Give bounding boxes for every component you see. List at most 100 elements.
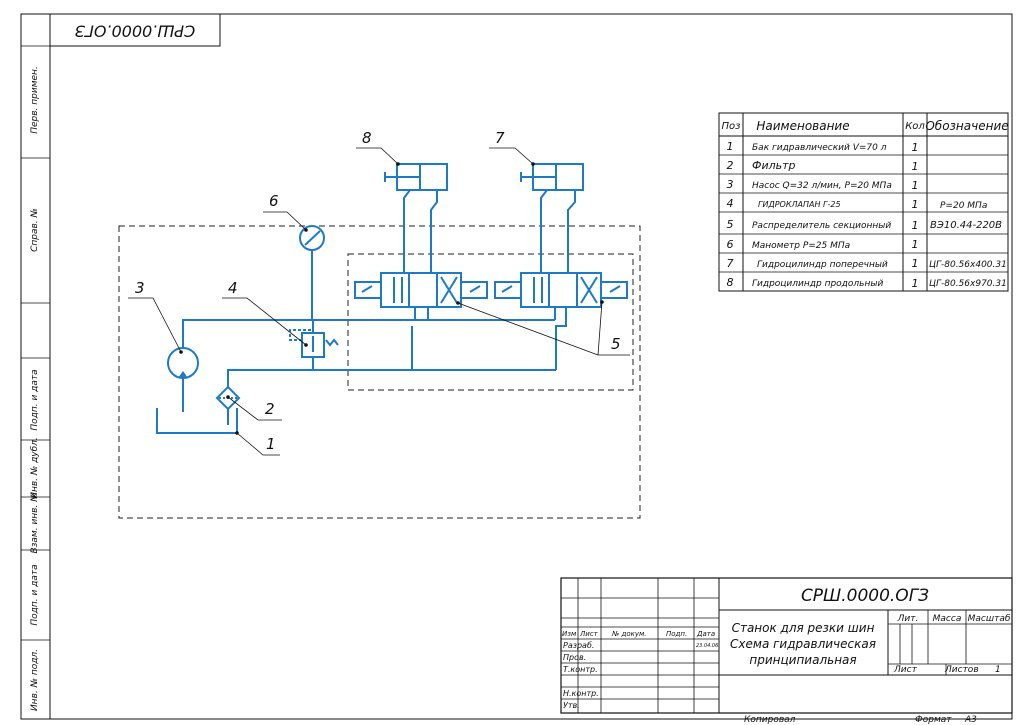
spec-row-pos: 4: [727, 197, 734, 210]
spec-row-name: ГИДРОКЛАПАН Г-25: [758, 200, 841, 209]
leader-dot: [179, 350, 183, 354]
stamp-role: Н.контр.: [563, 689, 599, 698]
spec-row-pos: 7: [727, 257, 734, 270]
valve-1-tank-port: [411, 307, 429, 370]
spec-row-name: Бак гидравлический V=70 л: [752, 143, 887, 153]
callout-4: 4: [228, 279, 238, 297]
spec-row-name: Насос Q=32 л/мин, P=20 MПа: [752, 181, 892, 191]
stamp-header-izm: Изм: [562, 630, 577, 638]
tb-mass-label: Масса: [933, 614, 962, 624]
stamp-role: Пров.: [563, 653, 586, 662]
side-label-inv-podl: Инв. № подл.: [30, 649, 40, 711]
spec-row-pos: 2: [727, 159, 734, 172]
spec-row-qty: 1: [912, 160, 919, 173]
leader-6: [263, 211, 307, 231]
filter-symbol: [215, 385, 241, 411]
spec-row-qty: 1: [912, 257, 919, 270]
spec-row-qty: 1: [912, 179, 919, 192]
valve-1-coil-mark: [469, 285, 481, 293]
spec-table-border: [718, 112, 1009, 292]
relief-valve-pilot: [289, 329, 312, 341]
leader-dot: [304, 228, 308, 232]
spec-header-designation: Обозначение: [925, 119, 1008, 133]
hydraulic-diagram: 1 2 3 4 5 6 7 8: [118, 129, 641, 519]
title-block-border: [560, 577, 1013, 714]
spec-row-pos: 6: [727, 238, 734, 251]
spec-row-qty: 1: [912, 238, 919, 251]
spec-row-designation: ЦГ-80.56х400.31: [929, 260, 1007, 270]
spec-row-qty: 1: [912, 198, 919, 211]
leader-7: [489, 147, 534, 165]
stamp-header-podp: Подп.: [666, 630, 687, 638]
tb-lit-label: Лит.: [897, 614, 919, 624]
tb-sheets-value: 1: [995, 665, 1001, 675]
valve-2-tank-port: [555, 307, 567, 370]
callout-7: 7: [495, 129, 505, 147]
valve-section-2: [494, 272, 628, 308]
spec-row-pos: 8: [727, 276, 734, 289]
stamp-header-date: Дата: [696, 630, 715, 638]
spec-row-qty: 1: [912, 141, 919, 154]
stamp-role: Т.контр.: [563, 665, 598, 674]
valve-1-spool-center: [408, 272, 438, 308]
valve-2-coil-mark: [609, 285, 621, 293]
tb-sheets-label: Листов: [944, 665, 979, 675]
callout-2: 2: [265, 400, 275, 418]
title-block-code: СРШ.0000.ОГЗ: [801, 586, 929, 606]
leader-2: [227, 396, 282, 421]
stamp-header-doc: № докум.: [611, 630, 647, 638]
valve-1-cross-arrow: [440, 276, 458, 304]
valve-1-solenoid-right: [460, 281, 488, 299]
stamp-role: Разраб.: [563, 641, 594, 650]
side-label-vzam-inv: Взам. инв. №: [30, 492, 40, 553]
valve-2-solenoid-right: [600, 281, 628, 299]
leader-1: [236, 432, 280, 456]
cylinder-7-line-a: [540, 189, 548, 273]
outer-frame: [20, 13, 1013, 720]
spec-row-name: Фильтр: [752, 159, 796, 172]
leader-dot: [531, 162, 535, 166]
spec-row-pos: 3: [727, 178, 734, 191]
callout-6: 6: [269, 192, 279, 210]
tb-scale-label: Масштаб: [968, 614, 1011, 624]
spec-row-name: Манометр Р=25 МПа: [752, 241, 850, 251]
spec-header-qty: Кол: [905, 121, 925, 132]
title-block: СРШ.0000.ОГЗ Изм Лист № докум. Подп. Дат…: [560, 577, 1013, 714]
valve-1-solenoid-left: [354, 281, 382, 299]
spec-header-name: Наименование: [756, 119, 849, 133]
spec-row-designation: P=20 МПа: [940, 201, 987, 211]
valve-2-spool-center: [548, 272, 578, 308]
spec-row-name: Распределитель секционный: [752, 221, 891, 231]
title-line-3: принципиальная: [749, 653, 856, 667]
valve-section-1: [354, 272, 488, 308]
spec-row-qty: 1: [912, 219, 919, 232]
spec-row-pos: 1: [727, 140, 734, 153]
leader-dot: [226, 395, 230, 399]
spec-row-pos: 5: [727, 218, 734, 231]
spec-row-qty: 1: [912, 277, 919, 290]
tb-sheet-label: Лист: [893, 665, 918, 675]
leader-4: [222, 297, 307, 346]
rotated-code-text: СРШ.0000.ОГЗ: [75, 22, 196, 41]
valve-2-solenoid-left: [494, 281, 522, 299]
format-value: А3: [964, 715, 977, 725]
machine-boundary-dashed: [118, 225, 641, 519]
callout-5: 5: [611, 335, 621, 353]
leader-dot: [600, 300, 604, 304]
leader-dot: [235, 431, 239, 435]
spec-row-designation: ЦГ-80.56х970.31: [929, 279, 1007, 289]
valve-2-coil-mark: [501, 285, 513, 293]
manometer-needle: [304, 230, 321, 246]
side-label-podp-data-2: Подп. и дата: [30, 564, 40, 625]
side-label-perv-primen: Перв. примен.: [30, 66, 40, 134]
format-label: Формат: [915, 715, 952, 725]
spec-row-name: Гидроцилиндр поперечный: [757, 260, 888, 270]
cylinder-7-line-b: [567, 190, 576, 273]
valve-1-coil-mark: [361, 285, 373, 293]
pump-arrow: [178, 371, 188, 378]
stamp-date-value: 23.04.06: [696, 643, 718, 649]
leader-8: [356, 147, 399, 165]
leader-dot: [396, 162, 400, 166]
stamp-header-list: Лист: [579, 630, 599, 638]
side-label-sprav: Справ. №: [30, 208, 40, 252]
